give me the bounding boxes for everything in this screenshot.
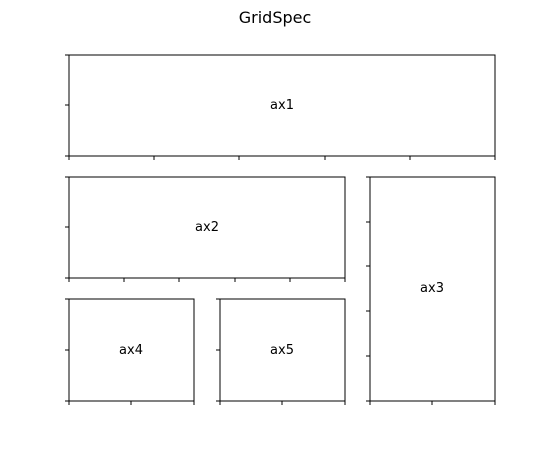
axes-ax2-label: ax2 [195, 220, 219, 235]
axes-ax5-ticks [216, 298, 346, 405]
figure-title: GridSpec [239, 8, 312, 27]
axes-ax4-label: ax4 [119, 343, 143, 358]
axes-ax5: ax5 [216, 298, 346, 405]
axes-ax1-ticks [65, 54, 496, 160]
axes-ax3-label: ax3 [420, 281, 444, 296]
axes-ax4: ax4 [65, 298, 195, 405]
axes-ax4-ticks [65, 298, 195, 405]
axes-ax1: ax1 [65, 54, 496, 160]
axes-ax3-ticks [366, 176, 496, 405]
axes-ax1-label: ax1 [270, 98, 294, 113]
axes-ax2-ticks [65, 176, 346, 282]
axes-ax5-label: ax5 [270, 343, 294, 358]
axes-ax3: ax3 [366, 176, 496, 405]
axes-ax2: ax2 [65, 176, 346, 282]
